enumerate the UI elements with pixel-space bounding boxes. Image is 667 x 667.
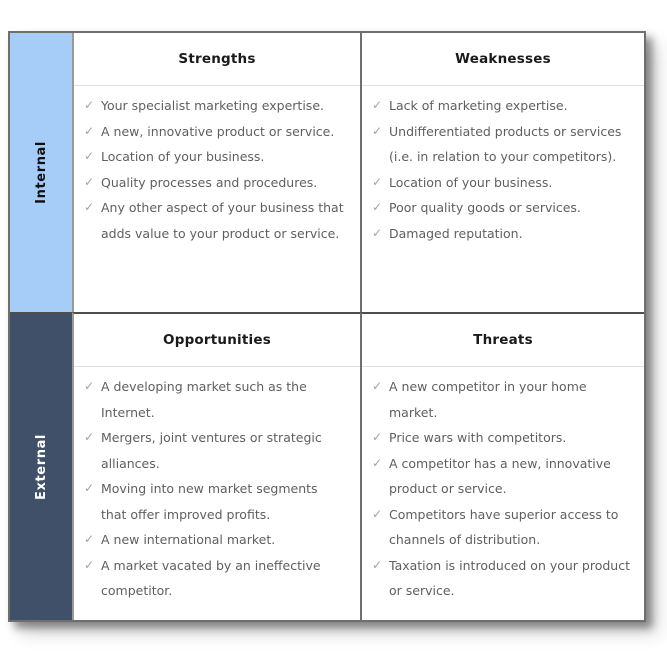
list-item: ✓ Quality processes and procedures.: [84, 170, 354, 196]
list-item: ✓ Taxation is introduced on your product…: [372, 553, 638, 604]
list-item: ✓ A competitor has a new, innovative pro…: [372, 451, 638, 502]
list-item: ✓ Any other aspect of your business that…: [84, 195, 354, 246]
list-item-text: Moving into new market segments that off…: [101, 481, 318, 522]
list-item-text: Price wars with competitors.: [389, 430, 567, 445]
check-icon: ✓: [84, 149, 95, 163]
internal-label: Internal: [33, 141, 49, 204]
list-item-text: Competitors have superior access to chan…: [389, 506, 619, 548]
check-icon: ✓: [372, 557, 383, 572]
check-icon: ✓: [84, 532, 95, 546]
list-item-text: Quality processes and procedures.: [101, 174, 318, 190]
check-icon: ✓: [372, 379, 383, 393]
check-icon: ✓: [372, 200, 383, 214]
list-item: ✓ A developing market such as the Intern…: [84, 374, 354, 425]
list-item: ✓ Moving into new market segments that o…: [84, 476, 354, 527]
weaknesses-item-list: ✓ Lack of marketing expertise. ✓ Undiffe…: [362, 86, 644, 246]
strengths-item-list: ✓ Your specialist marketing expertise. ✓…: [74, 86, 360, 246]
check-icon: ✓: [372, 225, 383, 240]
list-item: ✓ Price wars with competitors.: [372, 425, 638, 451]
list-item-text: Taxation is introduced on your product o…: [389, 557, 630, 599]
quadrant-opportunities: Opportunities ✓ A developing market such…: [72, 312, 360, 620]
list-item-text: A market vacated by an ineffective compe…: [101, 557, 321, 599]
opportunities-title: Opportunities: [74, 314, 360, 367]
list-item: ✓ Undifferentiated products or services …: [372, 119, 638, 170]
list-item-text: A developing market such as the Internet…: [101, 379, 307, 420]
check-icon: ✓: [84, 481, 95, 495]
list-item: ✓ Lack of marketing expertise.: [372, 93, 638, 119]
list-item-text: Lack of marketing expertise.: [389, 98, 568, 113]
list-item: ✓ A new, innovative product or service.: [84, 119, 354, 145]
quadrant-threats: Threats ✓ A new competitor in your home …: [360, 312, 644, 620]
check-icon: ✓: [372, 123, 383, 138]
list-item-text: A competitor has a new, innovative produ…: [389, 455, 611, 497]
check-icon: ✓: [84, 379, 95, 393]
list-item: ✓ Competitors have superior access to ch…: [372, 502, 638, 553]
check-icon: ✓: [84, 98, 95, 112]
threats-title: Threats: [362, 314, 644, 367]
check-icon: ✓: [372, 455, 383, 470]
list-item-text: Damaged reputation.: [389, 225, 523, 241]
list-item-text: Location of your business.: [101, 149, 265, 164]
list-item: ✓ A new international market.: [84, 527, 354, 553]
list-item-text: Undifferentiated products or services (i…: [389, 123, 622, 165]
list-item-text: Poor quality goods or services.: [389, 200, 581, 215]
list-item: ✓ A market vacated by an ineffective com…: [84, 553, 354, 604]
check-icon: ✓: [372, 174, 383, 189]
threats-item-list: ✓ A new competitor in your home market. …: [362, 367, 644, 604]
list-item-text: Your specialist marketing expertise.: [101, 98, 324, 113]
list-item: ✓ Poor quality goods or services.: [372, 195, 638, 221]
row-label-internal: Internal: [10, 33, 72, 312]
swot-matrix: Internal Strengths ✓ Your specialist mar…: [8, 31, 646, 622]
list-item-text: A new competitor in your home market.: [389, 379, 587, 420]
strengths-title: Strengths: [74, 33, 360, 86]
check-icon: ✓: [372, 506, 383, 521]
list-item-text: A new international market.: [101, 532, 276, 547]
list-item-text: Location of your business.: [389, 174, 553, 190]
check-icon: ✓: [84, 430, 95, 444]
weaknesses-title: Weaknesses: [362, 33, 644, 86]
opportunities-item-list: ✓ A developing market such as the Intern…: [74, 367, 360, 604]
row-label-external: External: [10, 312, 72, 620]
list-item-text: Any other aspect of your business that a…: [101, 200, 344, 241]
list-item: ✓ A new competitor in your home market.: [372, 374, 638, 425]
list-item: ✓ Your specialist marketing expertise.: [84, 93, 354, 119]
check-icon: ✓: [372, 98, 383, 112]
check-icon: ✓: [84, 557, 95, 572]
list-item-text: A new, innovative product or service.: [101, 123, 335, 139]
list-item: ✓ Location of your business.: [372, 170, 638, 196]
quadrant-strengths: Strengths ✓ Your specialist marketing ex…: [72, 33, 360, 312]
quadrant-weaknesses: Weaknesses ✓ Lack of marketing expertise…: [360, 33, 644, 312]
external-label: External: [33, 434, 49, 500]
list-item-text: Mergers, joint ventures or strategic all…: [101, 430, 322, 471]
check-icon: ✓: [84, 123, 95, 138]
check-icon: ✓: [84, 174, 95, 189]
list-item: ✓ Mergers, joint ventures or strategic a…: [84, 425, 354, 476]
check-icon: ✓: [372, 430, 383, 444]
check-icon: ✓: [84, 200, 95, 214]
list-item: ✓ Damaged reputation.: [372, 221, 638, 247]
list-item: ✓ Location of your business.: [84, 144, 354, 170]
